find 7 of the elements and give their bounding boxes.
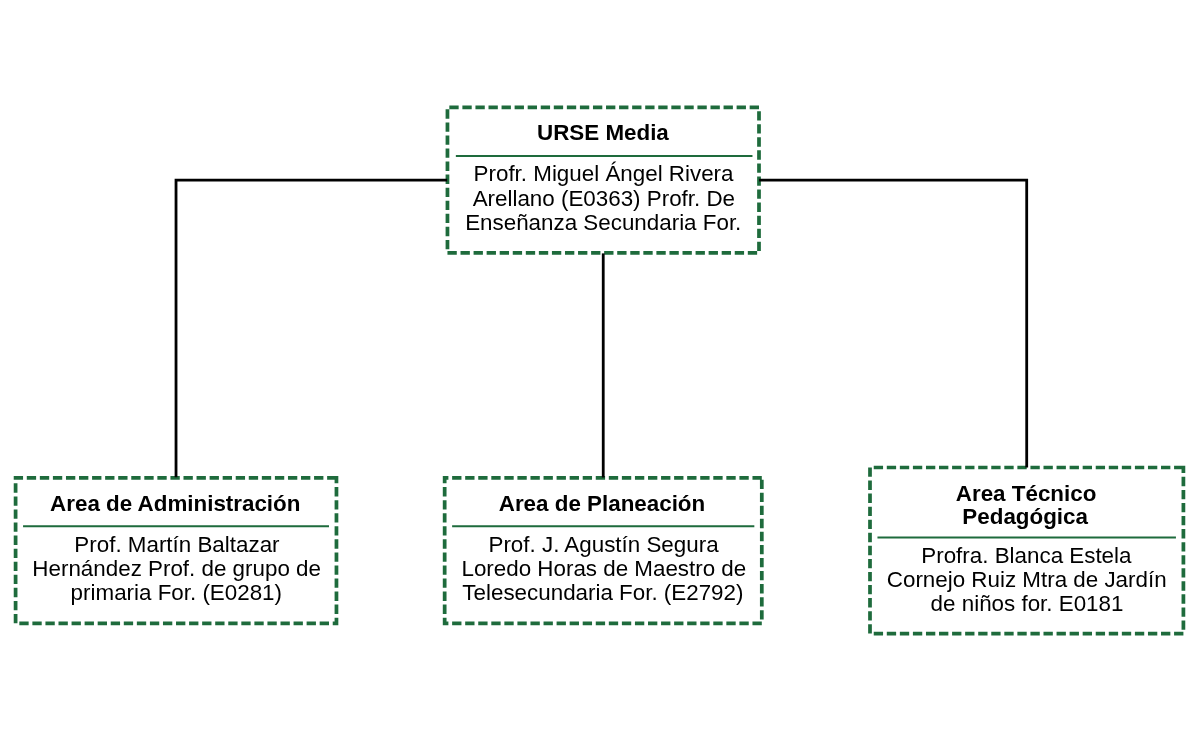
node-box: Area de Administración Prof. Martín Baltazar Hernández Prof. de grupo de primaria For. (E0281) <box>13 475 339 625</box>
connector <box>759 178 1029 467</box>
node-box: Area de Planeación Prof. J. Agustín Segura Loredo Horas de Maestro de Telesecundaria For. (E2792) <box>442 475 764 625</box>
connector <box>601 252 605 477</box>
connector <box>174 178 448 477</box>
node-box: Area Técnico Pedagógica Profra. Blanca Estela Cornejo Ruiz Mtra de Jardín de niños for. E0181 <box>868 465 1186 635</box>
node-box: URSE Media Profr. Miguel Ángel Rivera Arellano (E0363) Profr. De Enseñanza Secundaria For. <box>445 105 761 255</box>
